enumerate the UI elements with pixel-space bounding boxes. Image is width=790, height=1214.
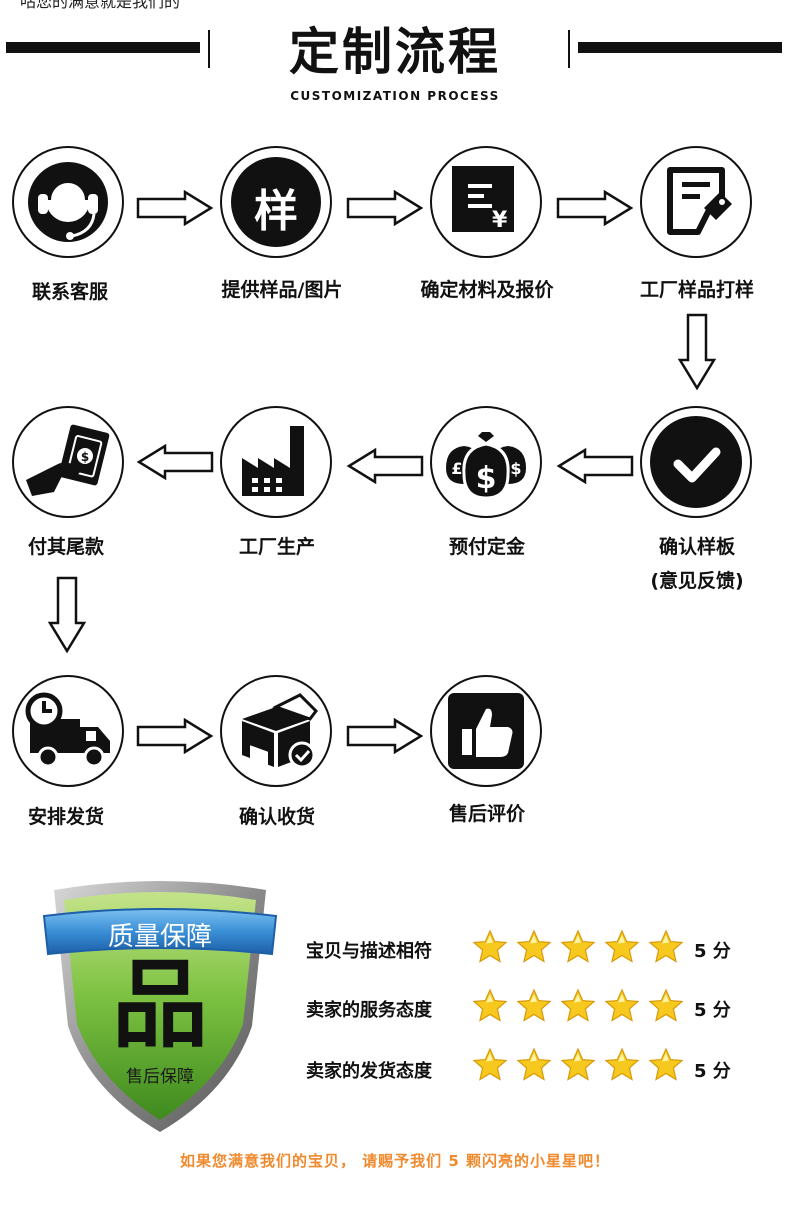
arrow-right-3 — [555, 190, 635, 226]
star-icon — [472, 1047, 508, 1081]
rating-score: 5 分 — [694, 1000, 731, 1021]
yen-glyph: ¥ — [492, 208, 508, 233]
arrow-down-1 — [677, 312, 717, 392]
rating-stars — [472, 1047, 692, 1087]
star-icon — [560, 929, 596, 963]
star-icon — [516, 929, 552, 963]
star-icon — [516, 1047, 552, 1081]
step-11-circle — [430, 675, 542, 787]
delivery-truck-clock-icon — [25, 692, 110, 768]
step-8-circle: $ — [12, 406, 124, 518]
star-icon — [560, 988, 596, 1022]
page-subtitle: CUSTOMIZATION PROCESS — [290, 89, 500, 103]
star-icon — [472, 988, 508, 1022]
step-3-label: 确定材料及报价 — [420, 279, 554, 301]
step-7-label: 工厂生产 — [238, 536, 315, 558]
rating-label: 卖家的发货态度 — [306, 1061, 432, 1082]
step-1-label: 联系客服 — [31, 281, 108, 303]
rating-stars — [472, 988, 692, 1028]
step-6-circle: $ £ $ — [430, 406, 542, 518]
star-icon — [516, 988, 552, 1022]
header-tick-right — [568, 30, 570, 68]
sample-glyph: 样 — [254, 186, 298, 237]
star-icon — [648, 929, 684, 963]
header-tick-left — [208, 30, 210, 68]
header-bar-right — [578, 42, 782, 53]
checkmark-icon — [650, 416, 742, 508]
step-6-label: 预付定金 — [448, 536, 525, 558]
step-9-circle — [12, 675, 124, 787]
step-4-label: 工厂样品打样 — [639, 279, 754, 301]
star-icon — [648, 988, 684, 1022]
payment-hand-icon: $ — [26, 424, 110, 496]
arrow-left-2 — [345, 448, 425, 484]
factory-icon — [242, 426, 304, 496]
svg-text:$: $ — [476, 461, 497, 496]
step-8-label: 付其尾款 — [27, 536, 104, 558]
money-bags-icon: $ £ $ — [446, 432, 526, 500]
step-2-circle: 样 — [220, 146, 332, 258]
star-icon — [604, 1047, 640, 1081]
sample-char-icon — [231, 157, 321, 247]
thumbs-up-icon — [448, 693, 524, 769]
arrow-right-5 — [345, 718, 425, 754]
step-11-label: 售后评价 — [448, 803, 525, 825]
step-10-circle — [220, 675, 332, 787]
rating-score: 5 分 — [694, 941, 731, 962]
step-1-circle — [12, 146, 124, 258]
badge-sub-text: 售后保障 — [126, 1067, 194, 1087]
top-cut-text: 咕您的满意就是我们的 — [20, 0, 181, 11]
package-check-icon — [242, 693, 318, 769]
quality-shield-icon — [42, 881, 278, 1132]
arrow-left-3 — [135, 444, 215, 480]
step-4-circle — [640, 146, 752, 258]
arrow-down-2 — [47, 575, 87, 655]
badge-banner-text: 质量保障 — [107, 922, 212, 952]
customer-service-headset-icon — [28, 162, 108, 242]
star-icon — [604, 929, 640, 963]
arrow-right-1 — [135, 190, 215, 226]
footer-message: 如果您满意我们的宝贝， 请赐予我们 5 颗闪亮的小星星吧！ — [179, 1152, 611, 1170]
quality-badge: 质量保障 品 售后保障 — [40, 876, 280, 1136]
rating-label: 宝贝与描述相符 — [306, 941, 432, 962]
sample-form-tag-icon — [667, 167, 732, 235]
step-7-circle — [220, 406, 332, 518]
arrow-right-4 — [135, 718, 215, 754]
star-icon — [472, 929, 508, 963]
rating-stars — [472, 929, 692, 969]
star-icon — [648, 1047, 684, 1081]
step-9-label: 安排发货 — [27, 806, 104, 828]
step-10-label: 确认收货 — [238, 806, 315, 828]
star-icon — [604, 988, 640, 1022]
step-3-circle: ¥ — [430, 146, 542, 258]
arrow-right-2 — [345, 190, 425, 226]
step-5-label: 确认样板 — [658, 536, 735, 558]
step-5-label-sub: (意见反馈) — [650, 570, 744, 592]
svg-text:£: £ — [451, 459, 462, 478]
rating-score: 5 分 — [694, 1061, 731, 1082]
price-document-icon — [452, 166, 514, 232]
page-title: 定制流程 — [289, 23, 501, 81]
svg-text:$: $ — [510, 459, 521, 478]
step-5-circle — [640, 406, 752, 518]
step-2-label: 提供样品/图片 — [221, 279, 343, 301]
star-icon — [560, 1047, 596, 1081]
header-bar-left — [6, 42, 200, 53]
badge-big-char: 品 — [112, 949, 208, 1061]
svg-text:$: $ — [81, 450, 89, 464]
rating-label: 卖家的服务态度 — [306, 1000, 432, 1021]
arrow-left-1 — [555, 448, 635, 484]
